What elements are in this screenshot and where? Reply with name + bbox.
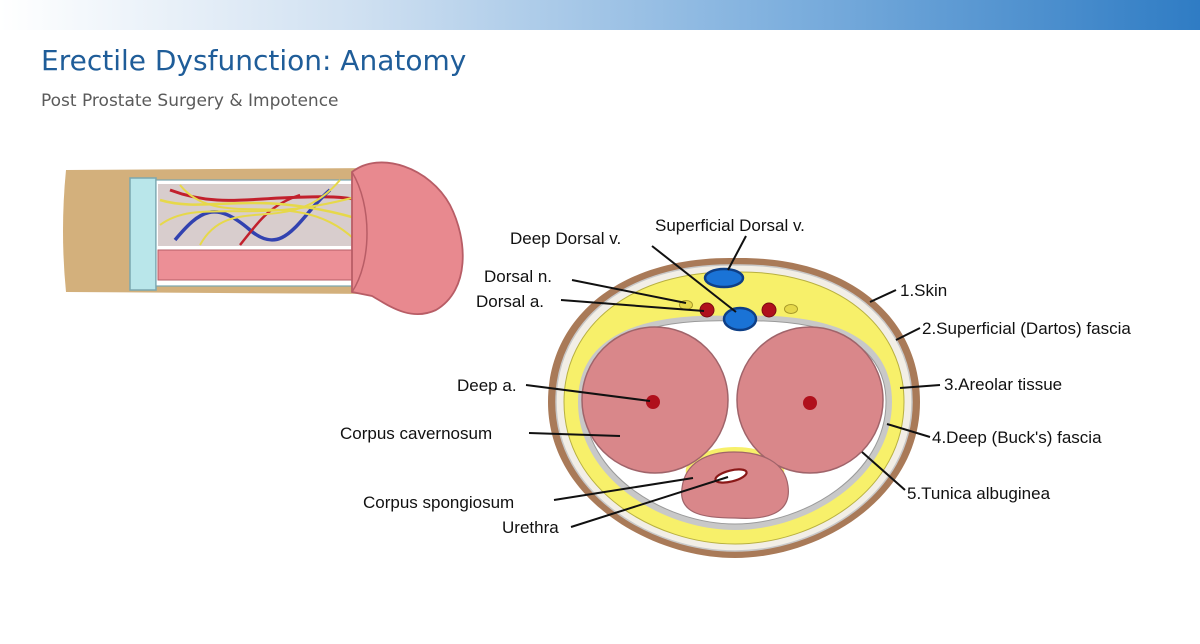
label-dorsal-a: Dorsal a. xyxy=(476,292,544,311)
dorsal-nerve-long xyxy=(159,198,379,227)
slide-title: Erectile Dysfunction: Anatomy xyxy=(41,44,467,77)
slide-subtitle: Post Prostate Surgery & Impotence xyxy=(41,91,339,111)
deep-artery-right xyxy=(803,396,817,410)
label-superficial-dorsal-v: Superficial Dorsal v. xyxy=(655,216,805,235)
dorsal-artery-right xyxy=(761,302,777,318)
diagram-labels: Superficial Dorsal v. Deep Dorsal v. Dor… xyxy=(340,216,1131,537)
corpus-spongiosum-band xyxy=(157,249,379,281)
label-deep-dorsal-v: Deep Dorsal v. xyxy=(510,229,621,248)
nerve-branch-1 xyxy=(159,189,379,226)
cut-fascia-layer xyxy=(129,177,157,291)
leader-superficial-dorsal-v xyxy=(727,235,747,271)
label-dorsal-n: Dorsal n. xyxy=(484,267,552,286)
leader-dorsal-n xyxy=(571,279,687,304)
leader-deep-a xyxy=(525,384,651,402)
nerve-branch-3 xyxy=(199,179,341,246)
leader-skin xyxy=(869,289,897,303)
leader-areolar-tissue xyxy=(899,384,941,389)
glans xyxy=(351,161,464,316)
nerve-branch-2 xyxy=(179,184,361,246)
corpus-spongiosum xyxy=(681,451,789,519)
deep-artery-left xyxy=(646,395,660,409)
label-corpus-cavernosum: Corpus cavernosum xyxy=(340,424,492,443)
label-skin: 1.Skin xyxy=(900,281,947,300)
leader-corpus-spongiosum xyxy=(553,477,694,501)
label-areolar-tissue: 3.Areolar tissue xyxy=(944,375,1062,394)
glans-corona xyxy=(351,171,368,293)
longitudinal-illustration xyxy=(63,161,464,316)
label-urethra: Urethra xyxy=(502,518,559,537)
leader-urethra xyxy=(570,476,729,528)
dorsal-nerve-right xyxy=(784,304,798,314)
leader-deep-fascia xyxy=(886,423,931,438)
deep-dorsal-vein xyxy=(722,306,758,332)
leader-lines xyxy=(525,235,941,528)
leader-dorsal-a xyxy=(560,299,705,312)
superficial-dorsal-vein xyxy=(703,267,745,289)
header-gradient-bar xyxy=(0,0,1200,30)
label-deep-a: Deep a. xyxy=(457,376,517,395)
leader-corpus-cavernosum xyxy=(528,432,621,437)
vessel-network xyxy=(159,179,379,246)
label-deep-fascia: 4.Deep (Buck's) fascia xyxy=(932,428,1102,447)
leader-superficial-fascia xyxy=(895,327,921,341)
leader-deep-dorsal-v xyxy=(651,245,737,313)
label-corpus-spongiosum: Corpus spongiosum xyxy=(363,493,514,512)
leader-tunica-albuginea xyxy=(861,451,906,491)
label-tunica-albuginea: 5.Tunica albuginea xyxy=(907,484,1051,503)
label-superficial-fascia: 2.Superficial (Dartos) fascia xyxy=(922,319,1131,338)
